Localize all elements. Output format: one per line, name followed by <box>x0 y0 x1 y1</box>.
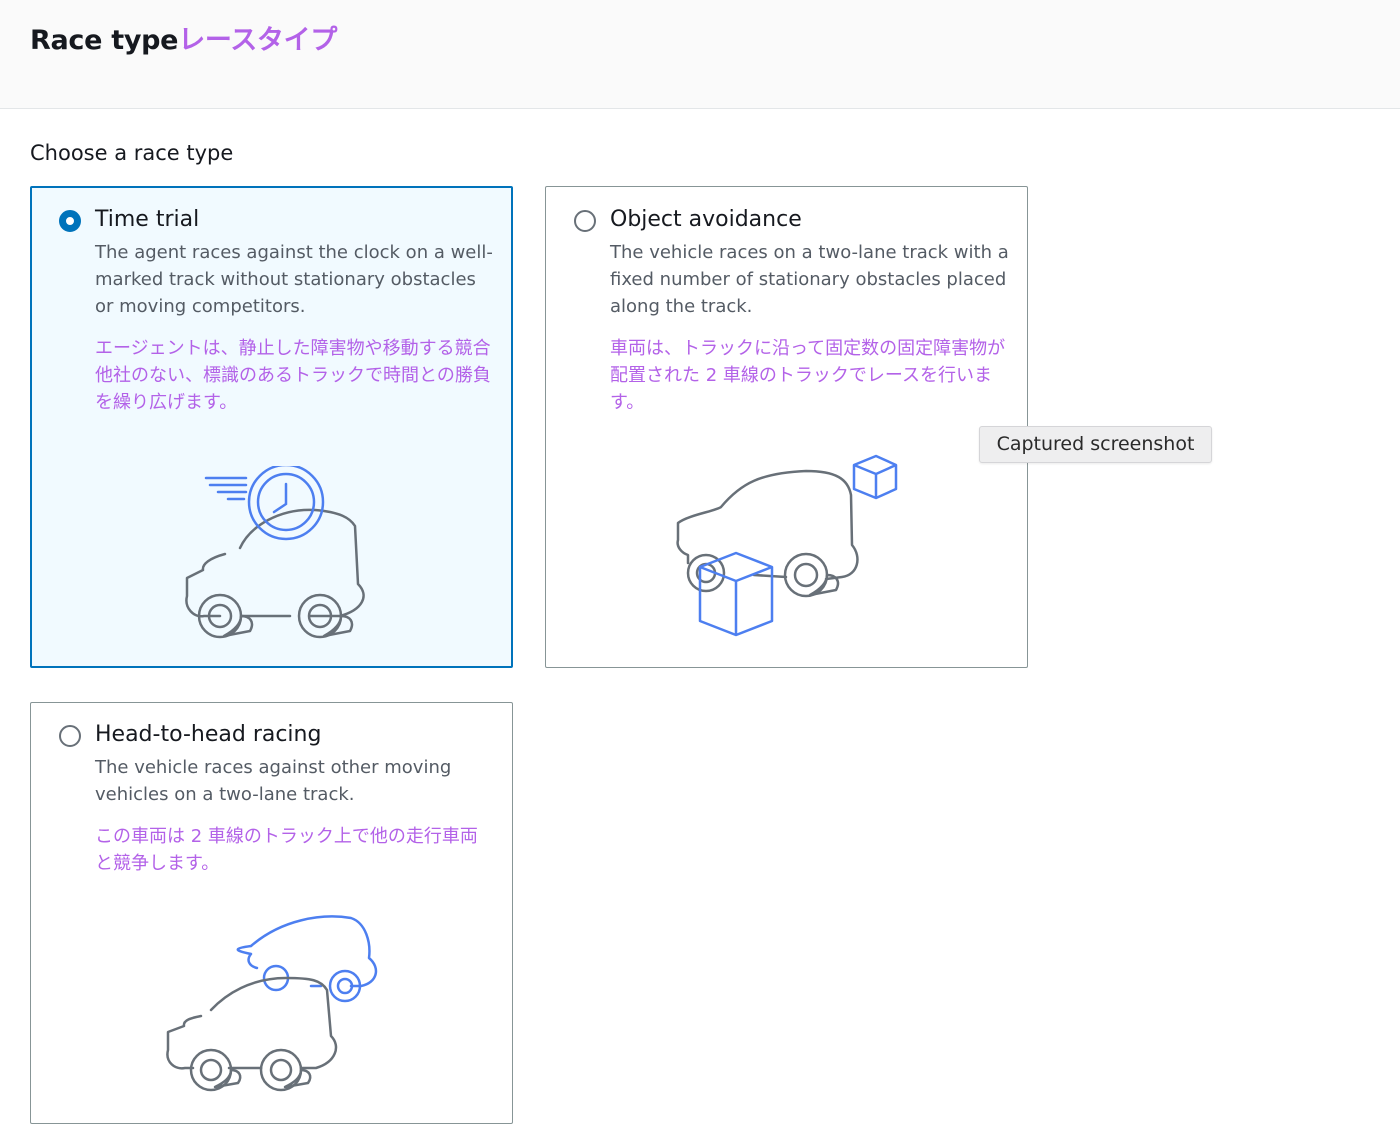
obstacle-cube-icon <box>698 454 898 637</box>
card-description-time-trial: The agent races against the clock on a w… <box>95 242 493 317</box>
card-description-jp-head-to-head: この車両は 2 車線のトラック上で他の走行車両と競争します。 <box>95 826 478 874</box>
page-header: Race typeレースタイプ <box>0 0 1400 109</box>
card-title-head-to-head: Head-to-head racing <box>95 722 322 747</box>
time-trial-illustration <box>185 466 365 639</box>
car-icon <box>166 976 338 1092</box>
stopwatch-icon <box>204 466 325 541</box>
page-title: Race typeレースタイプ <box>30 18 337 57</box>
card-description-jp-object-avoidance: 車両は、トラックに沿って固定数の固定障害物が配置された 2 車線のトラックでレー… <box>610 338 1006 413</box>
head-to-head-illustration <box>166 915 378 1092</box>
captured-screenshot-tooltip: Captured screenshot <box>979 426 1212 463</box>
radio-time-trial[interactable] <box>59 210 81 232</box>
radio-head-to-head[interactable] <box>59 725 81 747</box>
car-icon <box>185 508 365 639</box>
race-type-card-head-to-head[interactable]: Head-to-head racing The vehicle races ag… <box>30 702 513 1124</box>
card-description-head-to-head: The vehicle races against other moving v… <box>95 757 452 805</box>
page-title-en: Race type <box>30 25 179 56</box>
section-label: Choose a race type <box>30 141 234 165</box>
radio-object-avoidance[interactable] <box>574 210 596 232</box>
car-icon <box>676 469 859 598</box>
card-description-object-avoidance: The vehicle races on a two-lane track wi… <box>610 242 1009 317</box>
card-title-time-trial: Time trial <box>95 207 200 232</box>
card-description-jp-time-trial: エージェントは、静止した障害物や移動する競合他社のない、標識のあるトラックで時間… <box>95 338 491 413</box>
car-icon-blue <box>236 915 378 1003</box>
race-type-card-object-avoidance[interactable]: Object avoidance The vehicle races on a … <box>545 186 1028 668</box>
object-avoidance-illustration <box>676 454 898 637</box>
page-title-jp: レースタイプ <box>178 25 338 56</box>
card-title-object-avoidance: Object avoidance <box>610 207 802 232</box>
race-type-card-time-trial[interactable]: Time trial The agent races against the c… <box>30 186 513 668</box>
